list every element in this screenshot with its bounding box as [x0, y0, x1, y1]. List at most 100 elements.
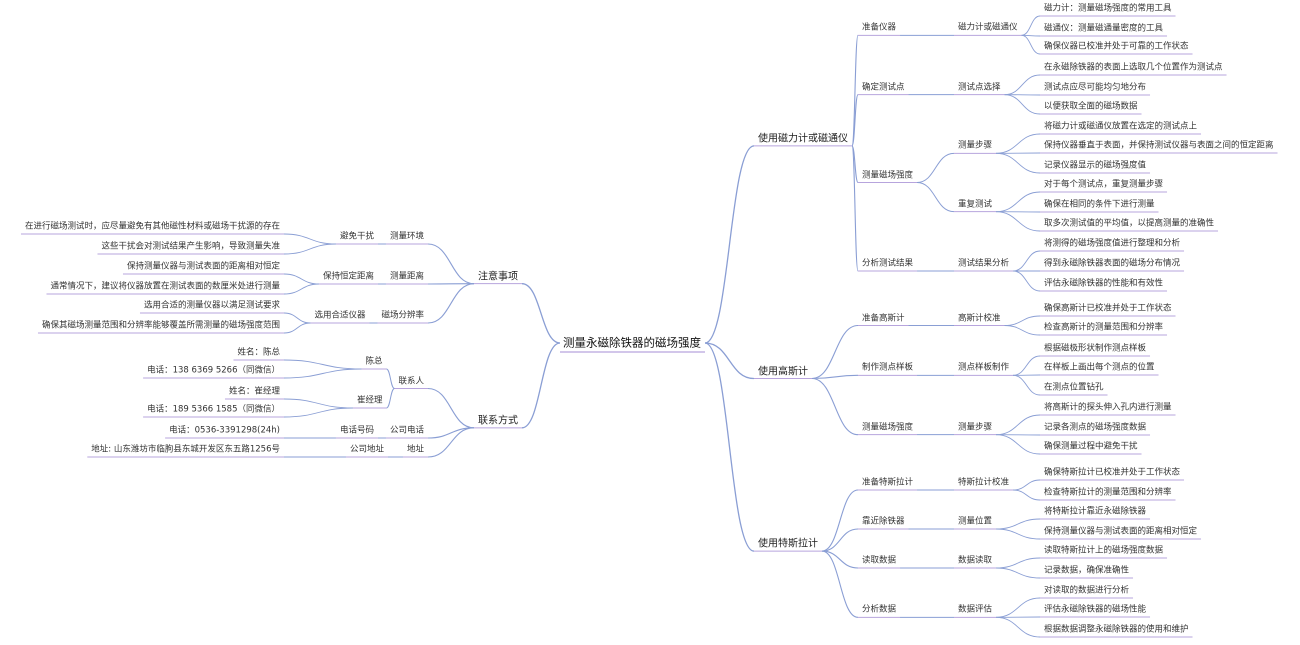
detail-topic[interactable]: 电话号码 — [339, 425, 374, 436]
detail-topic[interactable]: 测试点选择 — [958, 82, 1001, 93]
leaf-item[interactable]: 选用合适的测量仪器以满足测试要求 — [143, 300, 280, 311]
detail-topic[interactable]: 测试结果分析 — [958, 258, 1010, 269]
subtopic[interactable]: 测量磁场强度 — [862, 422, 914, 433]
leaf-item[interactable]: 记录数据，确保准确性 — [1044, 565, 1130, 576]
detail-topic[interactable]: 磁力计或磁通仪 — [958, 22, 1018, 33]
leaf-item[interactable]: 电话：0536-3391298(24h) — [169, 425, 280, 436]
branch-topic[interactable]: 注意事项 — [478, 271, 518, 283]
branch-topic[interactable]: 使用磁力计或磁通仪 — [758, 133, 848, 145]
branch-topic[interactable]: 使用高斯计 — [758, 366, 808, 377]
leaf-item[interactable]: 将高斯计的探头伸入孔内进行测量 — [1044, 402, 1172, 413]
detail-topic[interactable]: 重复测试 — [958, 199, 993, 210]
leaf-item[interactable]: 保持测量仪器与测试表面的距离相对恒定 — [126, 261, 280, 272]
leaf-item[interactable]: 确保仪器已校准并处于可靠的工作状态 — [1044, 41, 1189, 52]
subtopic[interactable]: 确定测试点 — [862, 82, 905, 93]
branch-link — [704, 342, 755, 380]
detail-topic[interactable]: 崔经理 — [356, 395, 383, 406]
detail-topic[interactable]: 避免干扰 — [339, 231, 374, 242]
subtopic[interactable]: 地址 — [406, 444, 424, 455]
subtopic[interactable]: 读取数据 — [862, 555, 897, 566]
detail-topic[interactable]: 测点样板制作 — [958, 362, 1010, 373]
leaf-link — [1013, 479, 1041, 491]
leaf-item[interactable]: 在测点位置钻孔 — [1044, 382, 1104, 393]
branch-topic[interactable]: 使用特斯拉计 — [758, 538, 818, 550]
leaf-item[interactable]: 在进行磁场测试时，应尽量避免有其他磁性材料或磁场干扰源的存在 — [24, 221, 280, 232]
detail-topic[interactable]: 陈总 — [365, 356, 383, 367]
leaf-item[interactable]: 确保其磁场测量范围和分辨率能够覆盖所需测量的磁场强度范围 — [41, 320, 280, 331]
leaf-item[interactable]: 磁力计：测量磁场强度的常用工具 — [1044, 3, 1172, 14]
subtopic[interactable]: 制作测点样板 — [862, 362, 914, 373]
detail-topic[interactable]: 公司地址 — [349, 444, 384, 455]
leaf-item[interactable]: 将特斯拉计靠近永磁除铁器 — [1044, 506, 1147, 517]
detail-topic[interactable]: 高斯计校准 — [958, 313, 1001, 323]
detail-topic[interactable]: 测量步骤 — [958, 140, 993, 151]
leaf-item[interactable]: 电话：138 6369 5266（同微信） — [147, 365, 280, 376]
leaf-item[interactable]: 记录仪器显示的磁场强度值 — [1044, 160, 1147, 171]
leaf-item[interactable]: 评估永磁除铁器的性能和有效性 — [1044, 278, 1164, 289]
subtopic[interactable]: 测量环境 — [389, 231, 424, 242]
leaf-item[interactable]: 将测得的磁场强度值进行整理和分析 — [1044, 238, 1181, 249]
subtopic[interactable]: 准备仪器 — [862, 22, 897, 33]
leaf-link — [996, 528, 1041, 540]
subtopic[interactable]: 准备特斯拉计 — [862, 477, 914, 488]
leaf-link — [996, 191, 1041, 213]
leaf-item[interactable]: 检查特斯拉计的测量范围和分辨率 — [1044, 487, 1172, 498]
subtopic[interactable]: 测量距离 — [389, 271, 424, 282]
leaf-item[interactable]: 姓名：崔经理 — [228, 386, 280, 397]
subtopic-link — [821, 489, 859, 552]
leaf-item[interactable]: 确保高斯计已校准并处于工作状态 — [1044, 303, 1172, 314]
leaf-item[interactable]: 读取特斯拉计上的磁场强度数据 — [1044, 545, 1164, 556]
subtopic[interactable]: 靠近除铁器 — [862, 516, 905, 527]
leaf-item[interactable]: 检查高斯计的测量范围和分辨率 — [1044, 322, 1164, 333]
subtopic[interactable]: 联系人 — [398, 376, 424, 386]
leaf-link — [996, 557, 1041, 569]
leaf-item[interactable]: 根据磁极形状制作测点样板 — [1044, 343, 1147, 354]
detail-topic[interactable]: 数据读取 — [958, 555, 993, 566]
detail-topic[interactable]: 特斯拉计校准 — [958, 477, 1010, 488]
leaf-link — [283, 243, 336, 255]
leaf-item[interactable]: 确保测量过程中避免干扰 — [1044, 441, 1138, 452]
detail-topic[interactable]: 测量位置 — [958, 516, 993, 527]
subtopic-link — [821, 528, 859, 552]
leaf-item[interactable]: 对于每个测试点，重复测量步骤 — [1044, 179, 1164, 190]
leaf-item[interactable]: 以便获取全面的磁场数据 — [1044, 101, 1138, 112]
leaf-item[interactable]: 评估永磁除铁器的磁场性能 — [1044, 604, 1147, 615]
subtopic-link — [851, 145, 859, 184]
leaf-item[interactable]: 这些干扰会对测试结果产生影响，导致测量失准 — [101, 241, 280, 252]
leaf-item[interactable]: 根据数据调整永磁除铁器的使用和维护 — [1044, 624, 1189, 635]
subtopic[interactable]: 公司电话 — [389, 425, 424, 436]
leaf-item[interactable]: 确保特斯拉计已校准并处于工作状态 — [1044, 467, 1181, 478]
leaf-item[interactable]: 对读取的数据进行分析 — [1044, 585, 1130, 596]
subtopic[interactable]: 测量磁场强度 — [862, 170, 914, 180]
leaf-item[interactable]: 在永磁除铁器的表面上选取几个位置作为测试点 — [1044, 62, 1223, 73]
detail-topic[interactable]: 选用合适仪器 — [314, 310, 366, 321]
leaf-item[interactable]: 得到永磁除铁器表面的磁场分布情况 — [1044, 258, 1181, 269]
subtopic[interactable]: 分析测试结果 — [862, 258, 914, 269]
leaf-item[interactable]: 保持测量仪器与测试表面的距离相对恒定 — [1044, 526, 1198, 537]
detail-topic[interactable]: 保持恒定距离 — [322, 271, 374, 282]
subtopic[interactable]: 磁场分辨率 — [381, 310, 424, 321]
leaf-item[interactable]: 确保在相同的条件下进行测量 — [1044, 199, 1155, 210]
leaf-item[interactable]: 在样板上画出每个测点的位置 — [1044, 362, 1155, 373]
leaf-item[interactable]: 电话：189 5366 1585（同微信） — [147, 404, 280, 415]
leaf-item[interactable]: 磁通仪：测量磁通量密度的工具 — [1044, 23, 1164, 34]
leaf-link — [283, 407, 353, 418]
leaf-item[interactable]: 测试点应尽可能均匀地分布 — [1044, 82, 1147, 93]
leaf-item[interactable]: 将磁力计或磁通仪放置在选定的测试点上 — [1044, 121, 1198, 132]
subtopic[interactable]: 分析数据 — [862, 604, 897, 615]
detail-topic[interactable]: 数据评估 — [958, 604, 993, 615]
subtopic[interactable]: 准备高斯计 — [862, 313, 905, 323]
root-topic[interactable]: 测量永磁除铁器的磁场强度 — [563, 335, 701, 350]
leaf-item[interactable]: 保持仪器垂直于表面，并保持测试仪器与表面之间的恒定距离 — [1044, 140, 1274, 151]
leaf-item[interactable]: 姓名：陈总 — [237, 347, 280, 358]
branch-topic[interactable]: 联系方式 — [478, 415, 518, 427]
leaf-link — [283, 398, 353, 409]
leaf-item[interactable]: 取多次测试值的平均值，以提高测量的准确性 — [1044, 218, 1215, 229]
detail-topic[interactable]: 测量步骤 — [958, 422, 993, 433]
leaf-item[interactable]: 记录各测点的磁场强度数据 — [1044, 422, 1147, 433]
leaf-link — [996, 616, 1041, 638]
leaf-item[interactable]: 地址: 山东潍坊市临朐县东城开发区东五路1256号 — [91, 444, 280, 455]
leaf-item[interactable]: 通常情况下，建议将仪器放置在测试表面的数厘米处进行测量 — [50, 281, 280, 292]
subtopic-link — [821, 550, 859, 618]
